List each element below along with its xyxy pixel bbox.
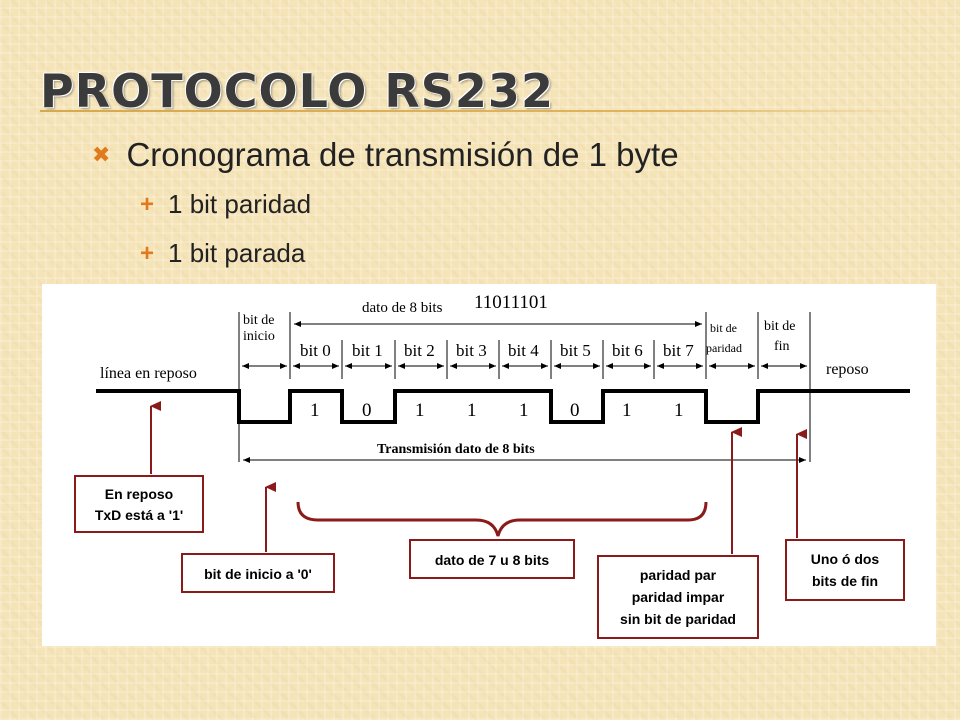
plus-bullet-icon: + [140,190,155,218]
transmission-label: Transmisión dato de 8 bits [377,442,535,457]
bit-label: bit 3 [456,341,487,360]
bit-label: bit 1 [352,341,383,360]
data-bits-brace [296,501,708,537]
callout-text: Uno ó dos [811,551,880,567]
start-bit-label: inicio [243,329,275,344]
bit-value: 1 [519,400,529,421]
callout-text: En reposo [105,486,173,502]
slide-title: Protocolo RS232 [40,64,554,118]
bit-label: bit 0 [300,341,331,360]
callout-text: paridad impar [632,589,725,605]
bit-labels: bit 0 bit 1 bit 2 bit 3 bit 4 bit 5 bit … [300,341,694,360]
stop-bit-label: bit de [764,319,796,334]
bullet-level2-stop: + 1 bit parada [140,238,305,269]
bullet-text: 1 bit paridad [168,189,312,219]
callout-text: bits de fin [812,573,878,589]
data-8-bits-label: dato de 8 bits [362,300,443,316]
bit-value: 0 [362,400,372,421]
bullet-text: Cronograma de transmisión de 1 byte [126,136,679,173]
callout-text: sin bit de paridad [620,611,736,627]
bit-value: 1 [415,400,425,421]
bit-value: 1 [622,400,632,421]
bit-value: 1 [310,400,320,421]
parity-bit-label: bit de [710,321,737,335]
callout-text: paridad par [640,567,717,583]
start-bit-label: bit de [243,313,275,328]
txd-signal-waveform [96,389,910,424]
rest-label: reposo [826,361,869,378]
slide-title-text: Protocolo RS232 [40,64,554,118]
bit-values: 1 0 1 1 1 0 1 1 [310,400,684,421]
callout-text: TxD está a '1' [95,507,183,523]
data-value-label: 11011101 [474,292,548,313]
cross-bullet-icon: ✖ [92,142,111,167]
rs232-timing-diagram: dato de 8 bits 11011101 bit de inicio bi… [42,284,936,646]
bit-label: bit 5 [560,341,591,360]
callout-text: dato de 7 u 8 bits [435,552,550,568]
bit-label: bit 6 [612,341,643,360]
callout-text: bit de inicio a '0' [204,566,312,582]
bullet-text: 1 bit parada [168,238,306,268]
bit-boundaries [238,312,811,462]
callout-arrows [150,401,807,554]
line-rest-label: línea en reposo [100,365,197,382]
bit-label: bit 2 [404,341,435,360]
bit-label: bit 7 [663,341,694,360]
callout-rest: En reposo TxD está a '1' [74,475,204,533]
bullet-level2-parity: + 1 bit paridad [140,189,311,220]
timing-diagram-svg: dato de 8 bits 11011101 bit de inicio bi… [74,292,910,639]
bit-value: 1 [674,400,684,421]
callout-stop-bits: Uno ó dos bits de fin [785,539,905,601]
title-underline [40,110,920,112]
bit-value: 1 [467,400,477,421]
plus-bullet-icon: + [140,239,155,267]
callout-data-bits: dato de 7 u 8 bits [409,539,575,579]
callout-start-bit: bit de inicio a '0' [181,553,335,593]
stop-bit-label: fin [774,339,790,354]
parity-bit-label: paridad [706,341,742,355]
bit-value: 0 [570,400,580,421]
callout-parity: paridad par paridad impar sin bit de par… [597,555,759,639]
bullet-level1: ✖ Cronograma de transmisión de 1 byte [92,136,679,174]
bit-label: bit 4 [508,341,539,360]
